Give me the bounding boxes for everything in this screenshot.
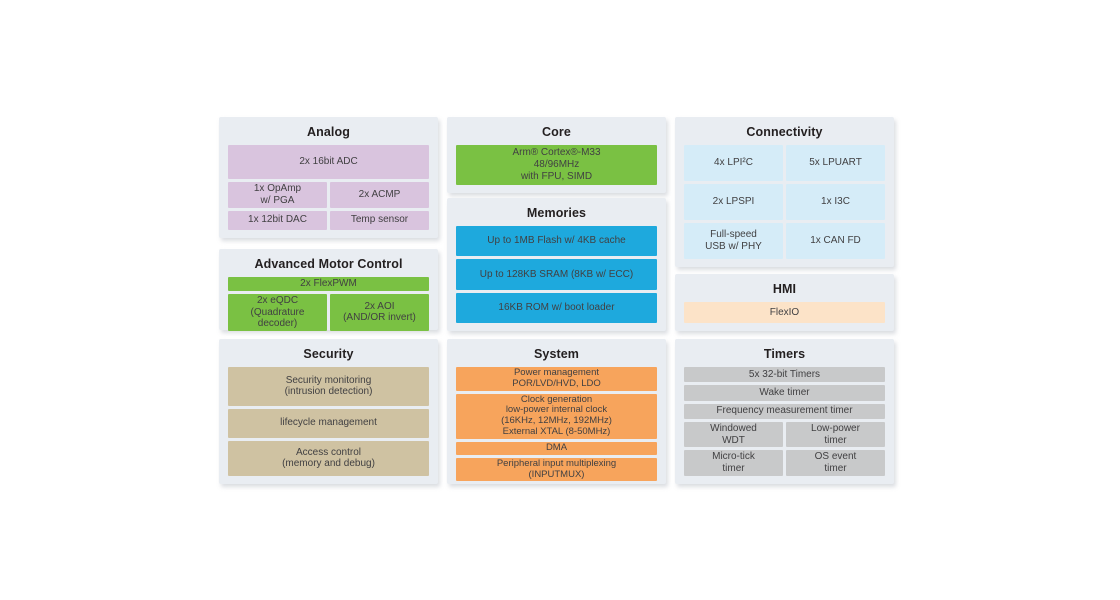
panel-hmi-blocks: FlexIO <box>684 302 885 323</box>
panel-analog-title: Analog <box>307 125 350 139</box>
panel-timers-blocks: 5x 32-bit Timers Wake timer Frequency me… <box>684 367 885 476</box>
block-12bit-dac: 1x 12bit DAC <box>228 210 327 230</box>
connectivity-row-3: Full-speed USB w/ PHY 1x CAN FD <box>684 223 885 259</box>
panel-security-blocks: Security monitoring (intrusion detection… <box>228 367 429 476</box>
analog-row-1: 1x OpAmp w/ PGA 2x ACMP <box>228 182 429 208</box>
block-rom: 16KB ROM w/ boot loader <box>456 292 657 323</box>
block-micro-tick-timer: Micro-tick timer <box>684 450 783 476</box>
panel-timers: Timers 5x 32-bit Timers Wake timer Frequ… <box>675 339 894 484</box>
panel-connectivity-blocks: 4x LPI²C 5x LPUART 2x LPSPI 1x I3C Full-… <box>684 145 885 259</box>
column-right: Connectivity 4x LPI²C 5x LPUART 2x LPSPI… <box>675 117 894 484</box>
block-flexio: FlexIO <box>684 302 885 323</box>
block-access-control: Access control (memory and debug) <box>228 440 429 476</box>
connectivity-row-1: 4x LPI²C 5x LPUART <box>684 145 885 181</box>
column-left: Analog 2x 16bit ADC 1x OpAmp w/ PGA 2x A… <box>219 117 438 484</box>
panel-system-title: System <box>533 347 580 361</box>
block-32bit-timers: 5x 32-bit Timers <box>684 367 885 383</box>
panel-security: Security Security monitoring (intrusion … <box>219 339 438 484</box>
block-power-management: Power management POR/LVD/HVD, LDO <box>456 367 657 391</box>
panel-core-blocks: Arm® Cortex®-M33 48/96MHz with FPU, SIMD <box>456 145 657 185</box>
block-os-event-timer: OS event timer <box>786 450 885 476</box>
block-temp-sensor: Temp sensor <box>330 210 429 230</box>
block-can-fd: 1x CAN FD <box>786 223 885 259</box>
panel-hmi-title: HMI <box>772 282 797 296</box>
block-lifecycle-management: lifecycle management <box>228 408 429 438</box>
block-lpuart: 5x LPUART <box>786 145 885 181</box>
block-security-monitoring: Security monitoring (intrusion detection… <box>228 367 429 406</box>
block-clock-generation: Clock generation low-power internal cloc… <box>456 393 657 439</box>
panel-system-blocks: Power management POR/LVD/HVD, LDO Clock … <box>456 367 657 482</box>
block-flexpwm: 2x FlexPWM <box>228 277 429 291</box>
panel-memories: Memories Up to 1MB Flash w/ 4KB cache Up… <box>447 198 666 331</box>
block-low-power-timer: Low-power timer <box>786 421 885 448</box>
block-dma: DMA <box>456 441 657 455</box>
timers-row-2: Micro-tick timer OS event timer <box>684 450 885 476</box>
block-eqdc: 2x eQDC (Quadrature decoder) <box>228 293 327 332</box>
block-inputmux: Peripheral input multiplexing (INPUTMUX) <box>456 457 657 482</box>
motor-row-1: 2x eQDC (Quadrature decoder) 2x AOI (AND… <box>228 293 429 332</box>
block-cortex-m33: Arm® Cortex®-M33 48/96MHz with FPU, SIMD <box>456 145 657 185</box>
panel-advanced-motor-control: Advanced Motor Control 2x FlexPWM 2x eQD… <box>219 249 438 332</box>
block-aoi: 2x AOI (AND/OR invert) <box>330 293 429 332</box>
panel-motor-blocks: 2x FlexPWM 2x eQDC (Quadrature decoder) … <box>228 277 429 332</box>
panel-connectivity: Connectivity 4x LPI²C 5x LPUART 2x LPSPI… <box>675 117 894 267</box>
timers-row-1: Windowed WDT Low-power timer <box>684 421 885 448</box>
column-middle: Core Arm® Cortex®-M33 48/96MHz with FPU,… <box>447 117 666 484</box>
block-usb-phy: Full-speed USB w/ PHY <box>684 223 783 259</box>
block-frequency-measurement-timer: Frequency measurement timer <box>684 403 885 419</box>
block-16bit-adc: 2x 16bit ADC <box>228 145 429 180</box>
block-sram: Up to 128KB SRAM (8KB w/ ECC) <box>456 259 657 290</box>
panel-memories-blocks: Up to 1MB Flash w/ 4KB cache Up to 128KB… <box>456 226 657 323</box>
panel-security-title: Security <box>303 347 354 361</box>
panel-motor-title: Advanced Motor Control <box>254 257 403 271</box>
panel-core: Core Arm® Cortex®-M33 48/96MHz with FPU,… <box>447 117 666 193</box>
block-opamp-pga: 1x OpAmp w/ PGA <box>228 182 327 208</box>
mcu-block-diagram: Analog 2x 16bit ADC 1x OpAmp w/ PGA 2x A… <box>219 117 894 484</box>
block-windowed-wdt: Windowed WDT <box>684 421 783 448</box>
block-lpspi: 2x LPSPI <box>684 184 783 220</box>
panel-analog: Analog 2x 16bit ADC 1x OpAmp w/ PGA 2x A… <box>219 117 438 238</box>
block-flash: Up to 1MB Flash w/ 4KB cache <box>456 226 657 257</box>
block-lpi2c: 4x LPI²C <box>684 145 783 181</box>
panel-system: System Power management POR/LVD/HVD, LDO… <box>447 339 666 484</box>
block-i3c: 1x I3C <box>786 184 885 220</box>
block-wake-timer: Wake timer <box>684 385 885 401</box>
panel-analog-blocks: 2x 16bit ADC 1x OpAmp w/ PGA 2x ACMP 1x … <box>228 145 429 230</box>
block-acmp: 2x ACMP <box>330 182 429 208</box>
panel-connectivity-title: Connectivity <box>746 125 823 139</box>
connectivity-row-2: 2x LPSPI 1x I3C <box>684 184 885 220</box>
analog-row-2: 1x 12bit DAC Temp sensor <box>228 210 429 230</box>
panel-core-title: Core <box>542 125 571 139</box>
panel-hmi: HMI FlexIO <box>675 274 894 331</box>
panel-timers-title: Timers <box>763 347 806 361</box>
panel-memories-title: Memories <box>526 206 587 220</box>
